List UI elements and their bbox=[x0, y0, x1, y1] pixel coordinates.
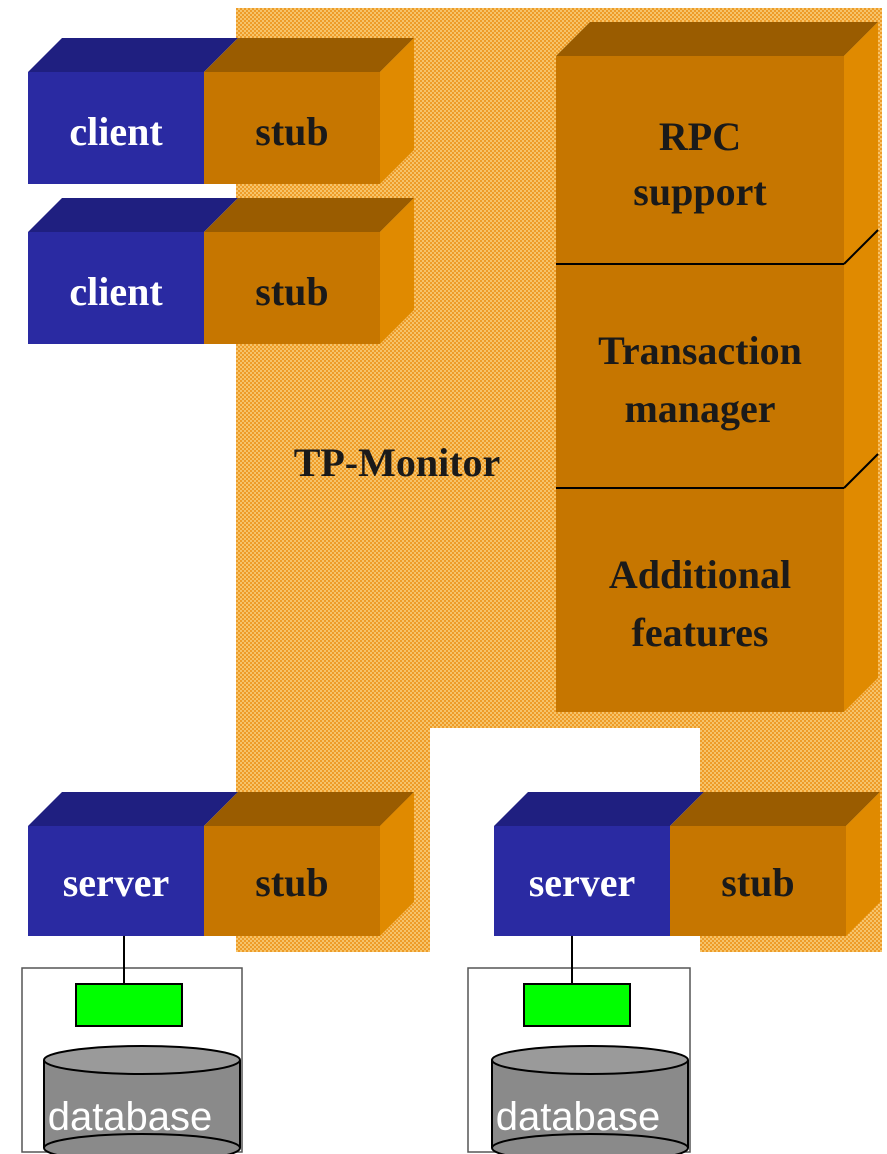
rpc-support-label: RPC bbox=[659, 114, 741, 159]
database-label: database bbox=[48, 1095, 213, 1139]
database-label: database bbox=[496, 1095, 661, 1139]
database-box-1: database bbox=[21, 936, 243, 1154]
database-cylinder-top bbox=[491, 1045, 689, 1075]
database-cylinder-top bbox=[43, 1045, 241, 1075]
database-box-2: database bbox=[467, 936, 691, 1154]
server-stub-box-1: server stub bbox=[28, 792, 414, 936]
transaction-manager-label: Transaction bbox=[598, 328, 802, 373]
connector-block bbox=[523, 983, 631, 1027]
stub-label: stub bbox=[255, 109, 328, 154]
client-stub-box-2: client stub bbox=[28, 198, 414, 344]
transaction-manager-label-2: manager bbox=[624, 386, 775, 431]
stub-label: stub bbox=[721, 860, 794, 905]
client-stub-box-1: client stub bbox=[28, 38, 414, 184]
server-label: server bbox=[63, 860, 170, 905]
tp-monitor-label: TP-Monitor bbox=[294, 440, 501, 485]
additional-features-label-2: features bbox=[632, 610, 769, 655]
additional-features-label: Additional bbox=[609, 552, 791, 597]
client-label: client bbox=[69, 269, 163, 314]
stub-label: stub bbox=[255, 860, 328, 905]
connector-block bbox=[75, 983, 183, 1027]
server-stub-box-2: server stub bbox=[494, 792, 880, 936]
stub-label: stub bbox=[255, 269, 328, 314]
client-label: client bbox=[69, 109, 163, 154]
server-label: server bbox=[529, 860, 636, 905]
rpc-support-label-2: support bbox=[633, 169, 767, 214]
tp-monitor-stack: RPC support Transaction manager Addition… bbox=[556, 22, 879, 712]
